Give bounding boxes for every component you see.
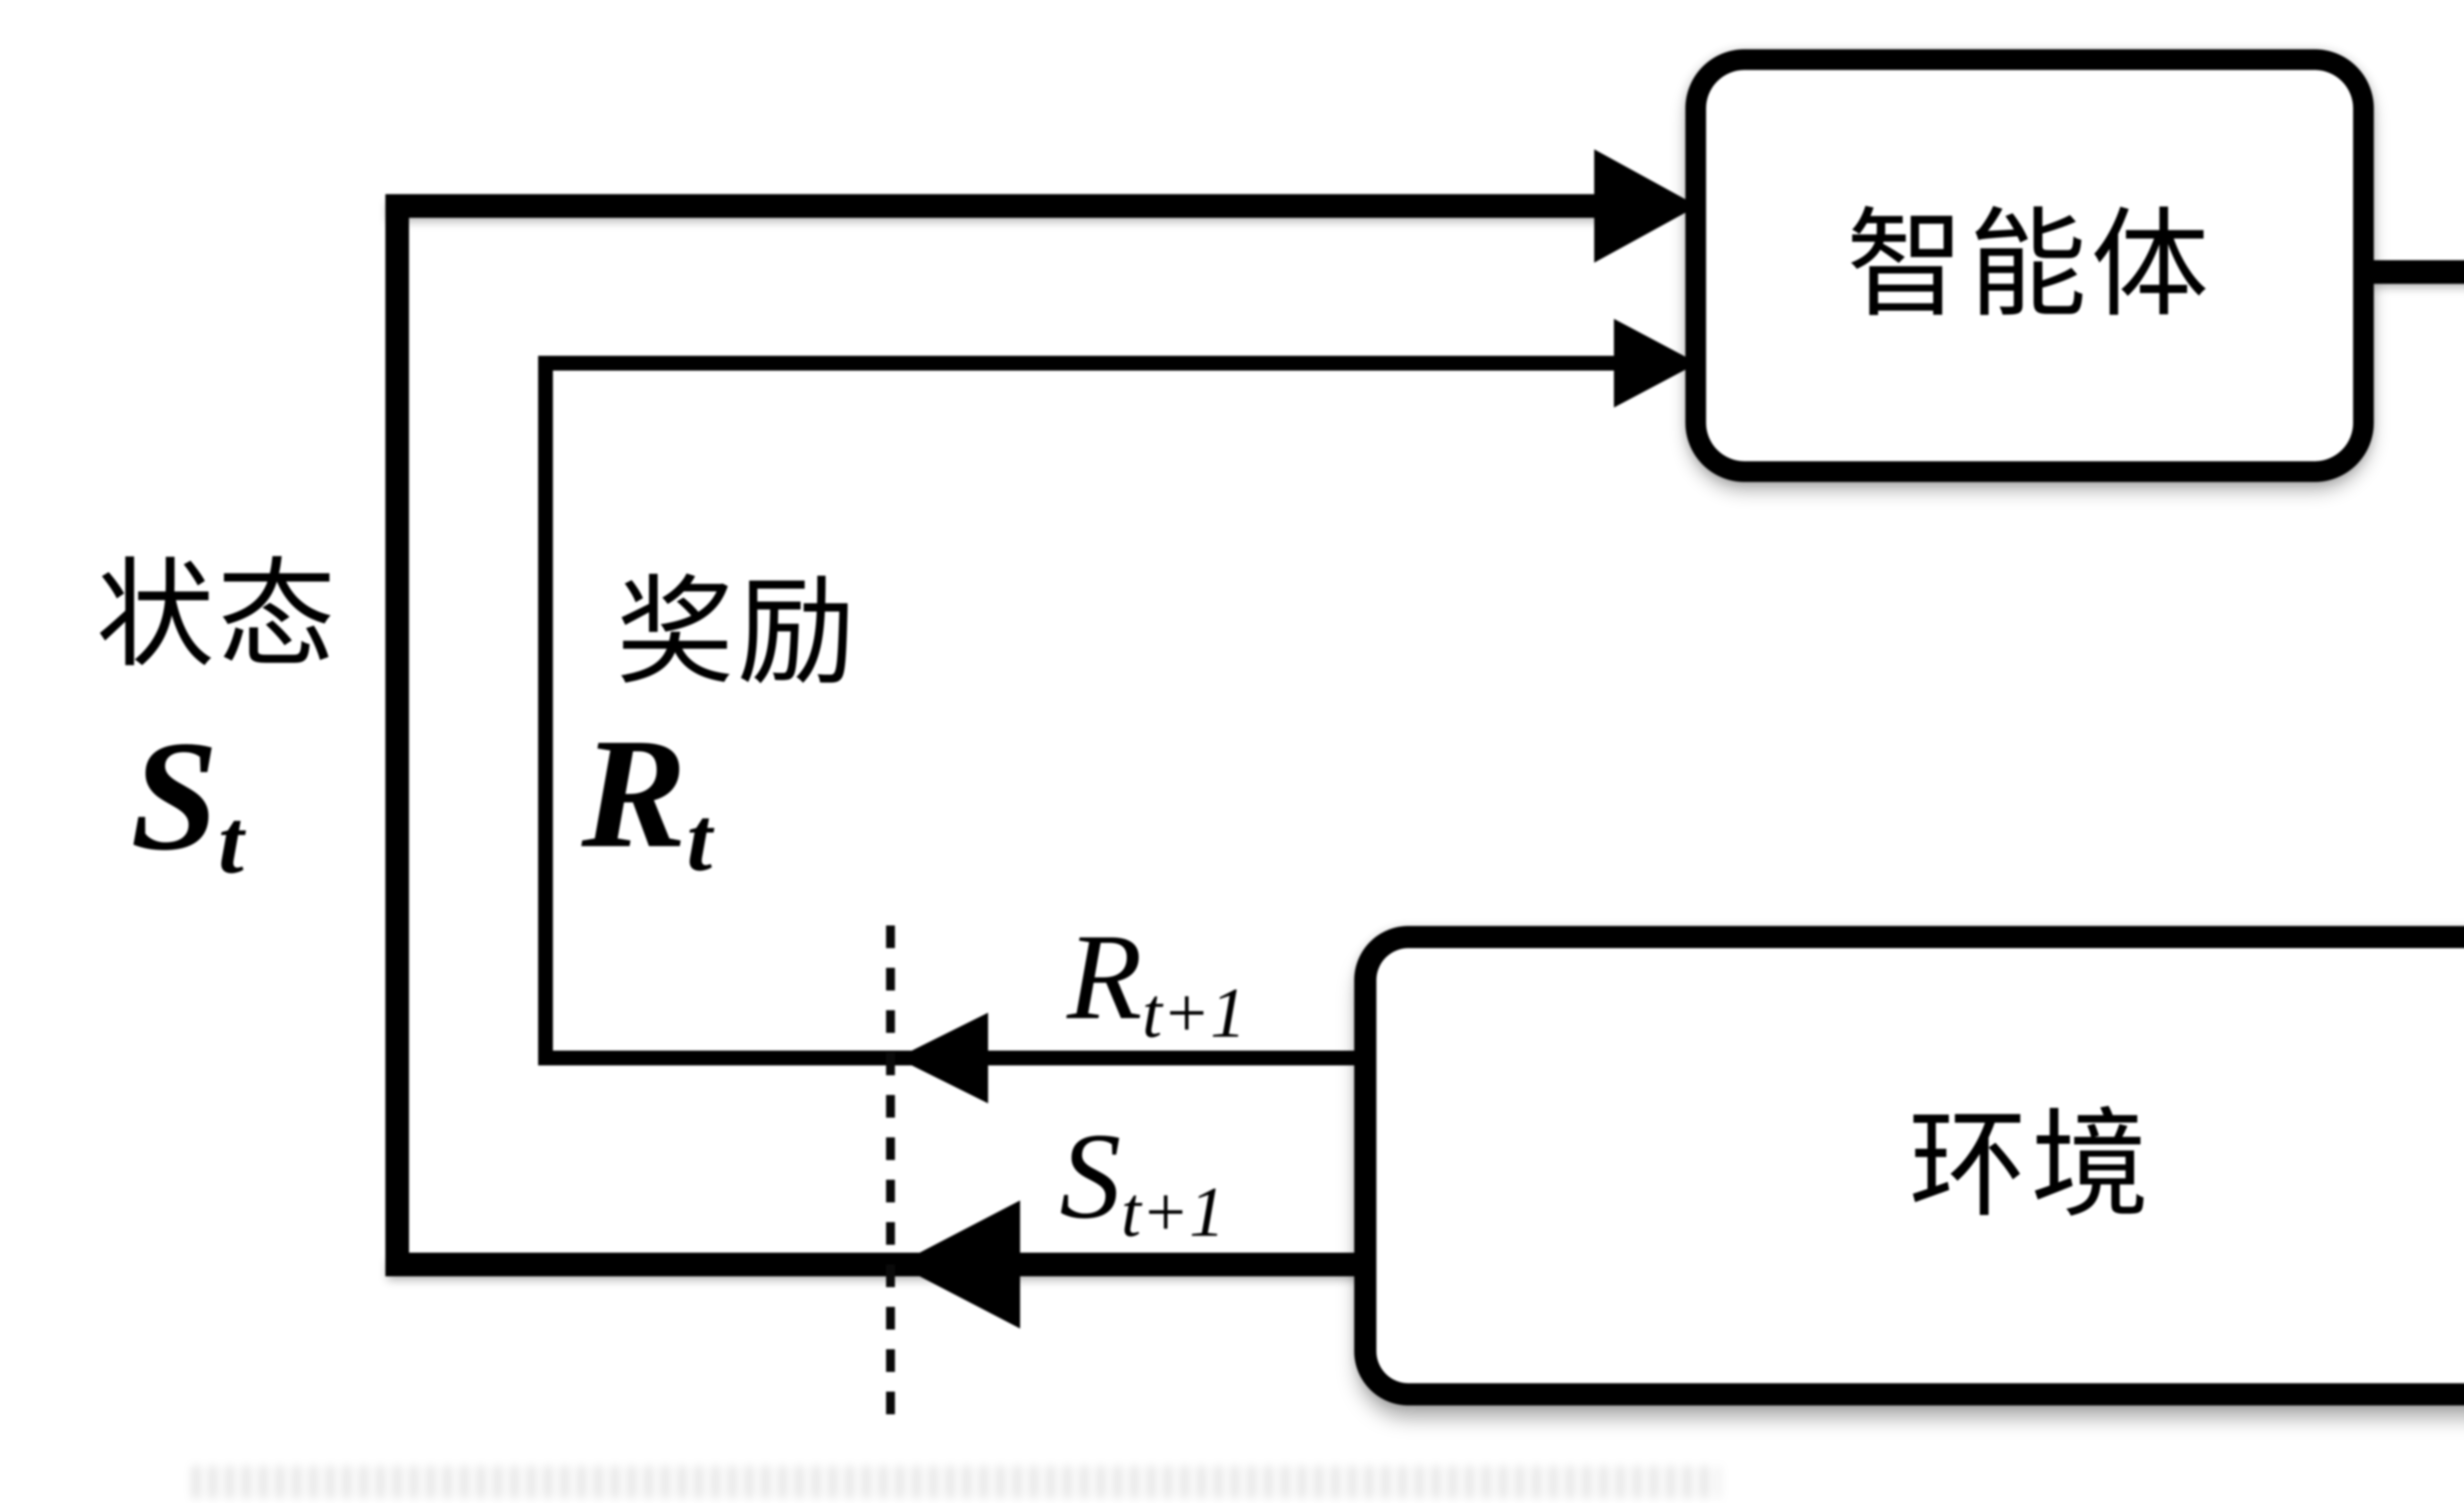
state-label: 状态: [96, 550, 339, 682]
state-symbol-base: S: [131, 709, 218, 883]
agent-label: 智能体: [1846, 200, 2213, 331]
reward-symbol-subscript: t: [686, 789, 713, 890]
state-line-vertical: [385, 194, 409, 1276]
next-state-arrowhead-icon: [897, 1200, 1020, 1329]
next-state-line: [385, 1253, 1375, 1276]
reward-line-top: [538, 356, 1641, 371]
agent-box: 智能体: [1685, 49, 2374, 482]
action-line-top: [2370, 260, 2464, 284]
reward-label: 奖励: [616, 568, 859, 699]
caption-ghost-artifact: [192, 1466, 1720, 1498]
next-reward-symbol-base: R: [1067, 909, 1142, 1045]
environment-label: 环境: [1908, 1100, 2153, 1231]
next-reward-arrowhead-icon: [897, 1013, 988, 1103]
timestep-dashed-divider: [886, 925, 895, 1430]
next-reward-symbol: Rt+1: [1067, 916, 1246, 1049]
next-state-symbol-subscript: t+1: [1121, 1172, 1225, 1252]
reward-symbol: Rt: [582, 715, 712, 886]
next-state-symbol-base: S: [1060, 1108, 1121, 1244]
reward-arrowhead-icon: [1614, 319, 1698, 408]
reward-line-vertical: [538, 356, 553, 1065]
state-arrowhead-icon: [1594, 149, 1698, 263]
environment-box: 环境: [1354, 926, 2464, 1405]
next-state-symbol: St+1: [1060, 1115, 1225, 1248]
next-reward-symbol-subscript: t+1: [1142, 973, 1246, 1053]
reward-symbol-base: R: [582, 706, 687, 881]
state-line-top: [385, 194, 1631, 218]
state-symbol: St: [131, 717, 244, 888]
state-symbol-subscript: t: [218, 791, 244, 893]
